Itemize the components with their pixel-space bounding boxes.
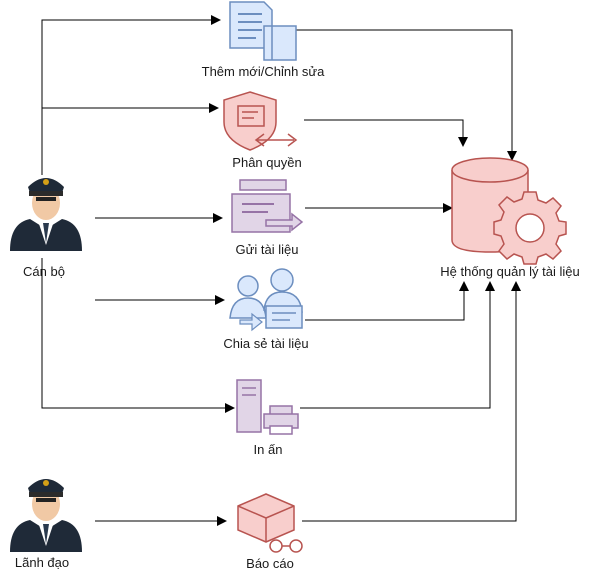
staff-avatar: [10, 178, 82, 251]
printer-icon: [236, 379, 299, 435]
print-label: In ấn: [253, 442, 283, 457]
staff-connectors: [41, 15, 235, 526]
send-document-icon: [231, 179, 304, 233]
document-icon: [229, 1, 297, 61]
share-document-label: Chia sẻ tài liệu: [223, 336, 309, 351]
shield-icon: [223, 91, 298, 151]
connector-staff-print: [41, 258, 235, 413]
system-connectors: [296, 29, 521, 522]
report-icon: [237, 493, 303, 553]
system-label: Hệ thống quản lý tài liệu: [440, 264, 580, 279]
add-edit-label: Thêm mới/Chỉnh sửa: [201, 64, 325, 79]
staff-label: Cán bộ: [23, 264, 65, 279]
share-document-icon: [229, 268, 303, 332]
permission-label: Phân quyền: [232, 155, 302, 170]
report-label: Báo cáo: [246, 556, 294, 571]
leader-avatar: [10, 479, 82, 552]
gear-icon: [493, 191, 567, 265]
connector-print-system: [300, 281, 495, 409]
leader-label: Lãnh đạo: [14, 555, 70, 570]
connector-share-system: [305, 281, 469, 321]
send-document-label: Gửi tài liệu: [235, 242, 299, 257]
connector-staff-add-edit: [41, 15, 221, 175]
connector-report-system: [302, 281, 521, 522]
connector-permission-system: [304, 119, 468, 147]
connector-add-edit-system: [296, 29, 517, 161]
